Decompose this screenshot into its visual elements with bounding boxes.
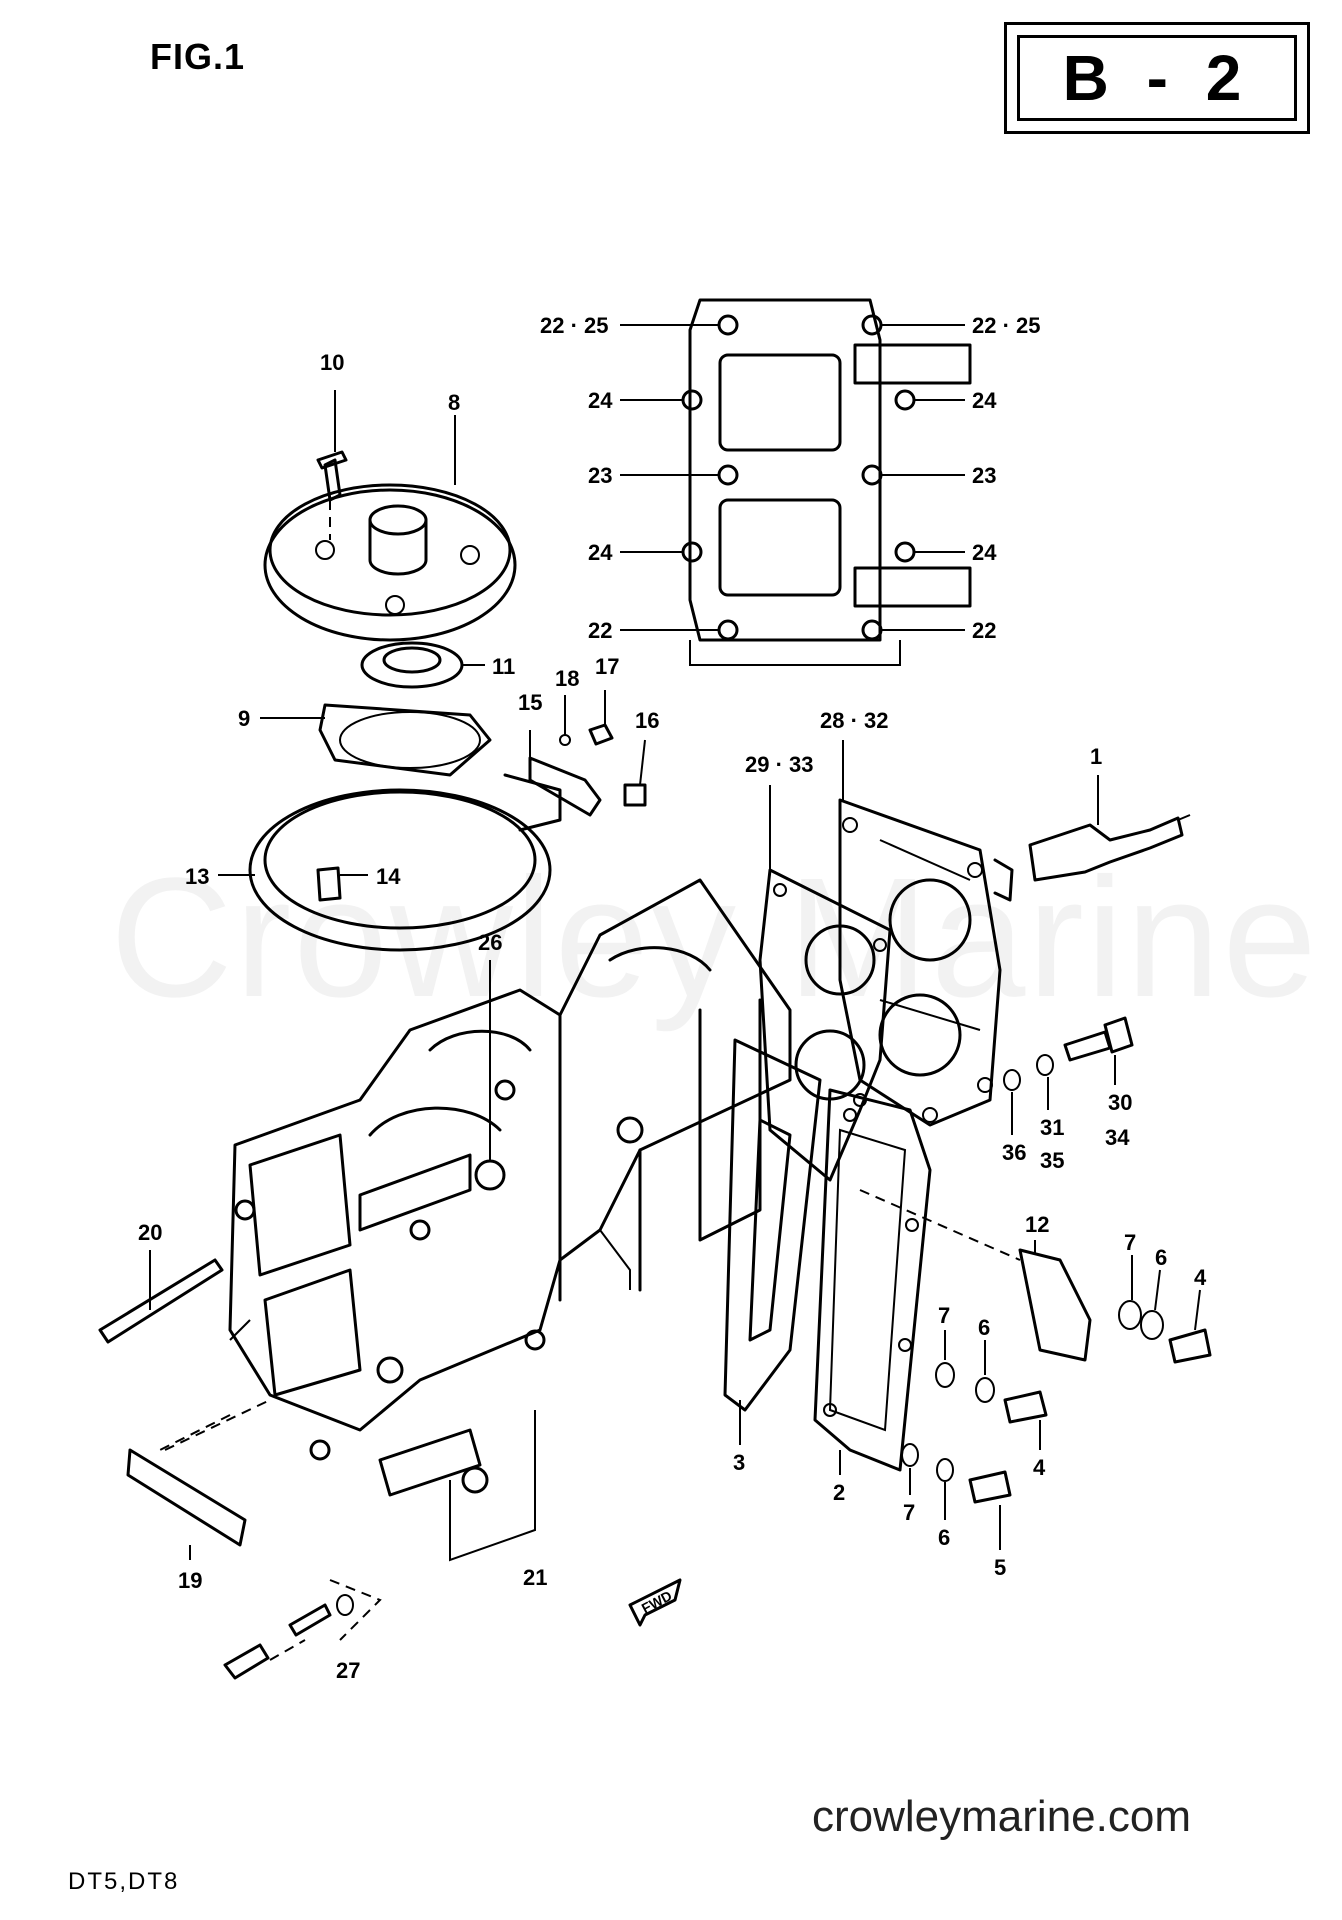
callout-17: 17 bbox=[595, 654, 619, 679]
callout-29-33: 29 · 33 bbox=[745, 752, 814, 777]
seal-and-gasket-drawing bbox=[318, 641, 492, 777]
callout-18: 18 bbox=[555, 666, 579, 691]
leader-lines bbox=[149, 324, 1201, 1661]
crankcase-drawing bbox=[228, 878, 792, 1497]
callout-8: 8 bbox=[448, 390, 460, 415]
callout-7-right: 7 bbox=[1124, 1230, 1136, 1255]
callout-12: 12 bbox=[1025, 1212, 1049, 1237]
figure-label: FIG.1 bbox=[150, 36, 246, 77]
callout-36: 36 bbox=[1002, 1140, 1026, 1165]
small-parts-drawing: FWD bbox=[98, 723, 1212, 1680]
callout-23-b: 23 bbox=[972, 463, 996, 488]
callout-26: 26 bbox=[478, 930, 502, 955]
callout-5: 5 bbox=[994, 1555, 1006, 1580]
head-cover-drawing bbox=[263, 450, 517, 642]
callout-15: 15 bbox=[518, 690, 542, 715]
callout-labels: 22 · 25 22 · 25 24 24 23 23 24 24 22 22 … bbox=[138, 313, 1207, 1683]
cylinder-head-drawing bbox=[838, 798, 1014, 1127]
callout-21: 21 bbox=[523, 1565, 547, 1590]
callout-24-d: 24 bbox=[972, 540, 997, 565]
callout-6-lower: 6 bbox=[938, 1525, 950, 1550]
callout-7-middle: 7 bbox=[938, 1303, 950, 1328]
page-code-box: B - 2 bbox=[1004, 22, 1310, 134]
callout-30: 30 bbox=[1108, 1090, 1132, 1115]
callout-4-lower: 4 bbox=[1033, 1455, 1046, 1480]
callout-24-a: 24 bbox=[588, 388, 613, 413]
exhaust-cover-gasket-drawing bbox=[723, 1038, 822, 1412]
callout-24-c: 24 bbox=[588, 540, 613, 565]
callout-22-25-right: 22 · 25 bbox=[972, 313, 1041, 338]
callout-22-b: 22 bbox=[972, 618, 996, 643]
callout-10: 10 bbox=[320, 350, 344, 375]
callout-24-b: 24 bbox=[972, 388, 997, 413]
callout-3: 3 bbox=[733, 1450, 745, 1475]
housing-ring-drawing bbox=[248, 773, 562, 952]
callout-7-lower: 7 bbox=[903, 1500, 915, 1525]
callout-31: 31 bbox=[1040, 1115, 1064, 1140]
callout-22-a: 22 bbox=[588, 618, 612, 643]
callout-22-25-left: 22 · 25 bbox=[540, 313, 609, 338]
callout-13: 13 bbox=[185, 864, 209, 889]
callout-28-32: 28 · 32 bbox=[820, 708, 889, 733]
callout-19: 19 bbox=[178, 1568, 202, 1593]
callout-14: 14 bbox=[376, 864, 401, 889]
watermark: Crowley Marine bbox=[110, 843, 1319, 1033]
callout-9: 9 bbox=[238, 706, 250, 731]
exhaust-cover-drawing bbox=[813, 1088, 932, 1472]
callout-1: 1 bbox=[1090, 744, 1102, 769]
model-label: DT5,DT8 bbox=[68, 1868, 180, 1895]
callout-20: 20 bbox=[138, 1220, 162, 1245]
callout-16: 16 bbox=[635, 708, 659, 733]
callout-27: 27 bbox=[336, 1658, 360, 1683]
callout-4-right: 4 bbox=[1194, 1265, 1207, 1290]
head-gasket-drawing bbox=[758, 868, 892, 1182]
callout-34: 34 bbox=[1105, 1125, 1130, 1150]
callout-6-right: 6 bbox=[1155, 1245, 1167, 1270]
callout-6-middle: 6 bbox=[978, 1315, 990, 1340]
website-url: crowleymarine.com bbox=[812, 1792, 1191, 1841]
callout-23-a: 23 bbox=[588, 463, 612, 488]
callout-2: 2 bbox=[833, 1480, 845, 1505]
callout-11: 11 bbox=[492, 654, 515, 679]
page-code: B - 2 bbox=[1017, 35, 1297, 121]
cover-gasket-drawing bbox=[681, 298, 972, 666]
callout-35: 35 bbox=[1040, 1148, 1064, 1173]
